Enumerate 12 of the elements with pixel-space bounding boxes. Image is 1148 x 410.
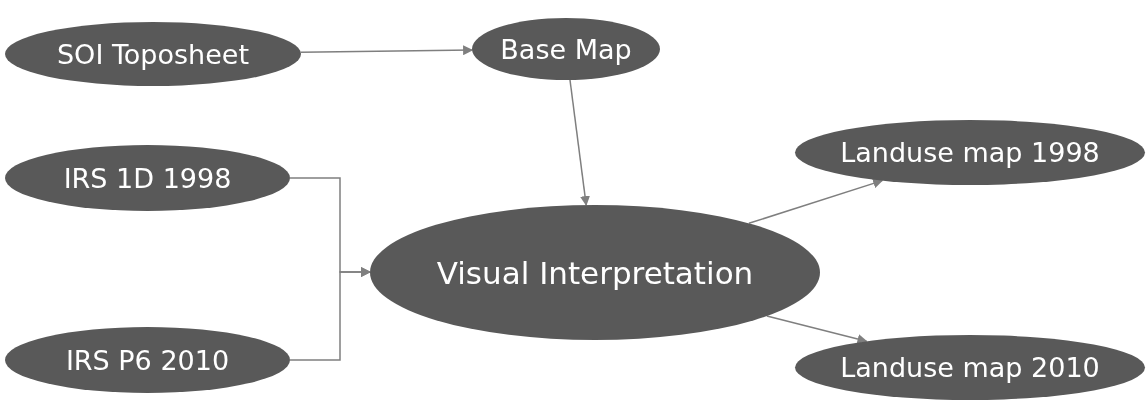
node-label: Base Map: [500, 33, 632, 65]
node-label: Landuse map 1998: [840, 137, 1100, 168]
arrow: [569, 79, 590, 207]
arrow: [748, 178, 884, 225]
arrow: [289, 267, 371, 361]
arrow: [766, 315, 868, 344]
arrow: [300, 45, 474, 56]
node-label: Landuse map 2010: [840, 352, 1100, 383]
node-label: IRS P6 2010: [65, 344, 230, 376]
node-label: IRS 1D 1998: [63, 162, 232, 194]
node-label: SOI Toposheet: [57, 38, 249, 70]
node-label: Visual Interpretation: [436, 254, 754, 291]
